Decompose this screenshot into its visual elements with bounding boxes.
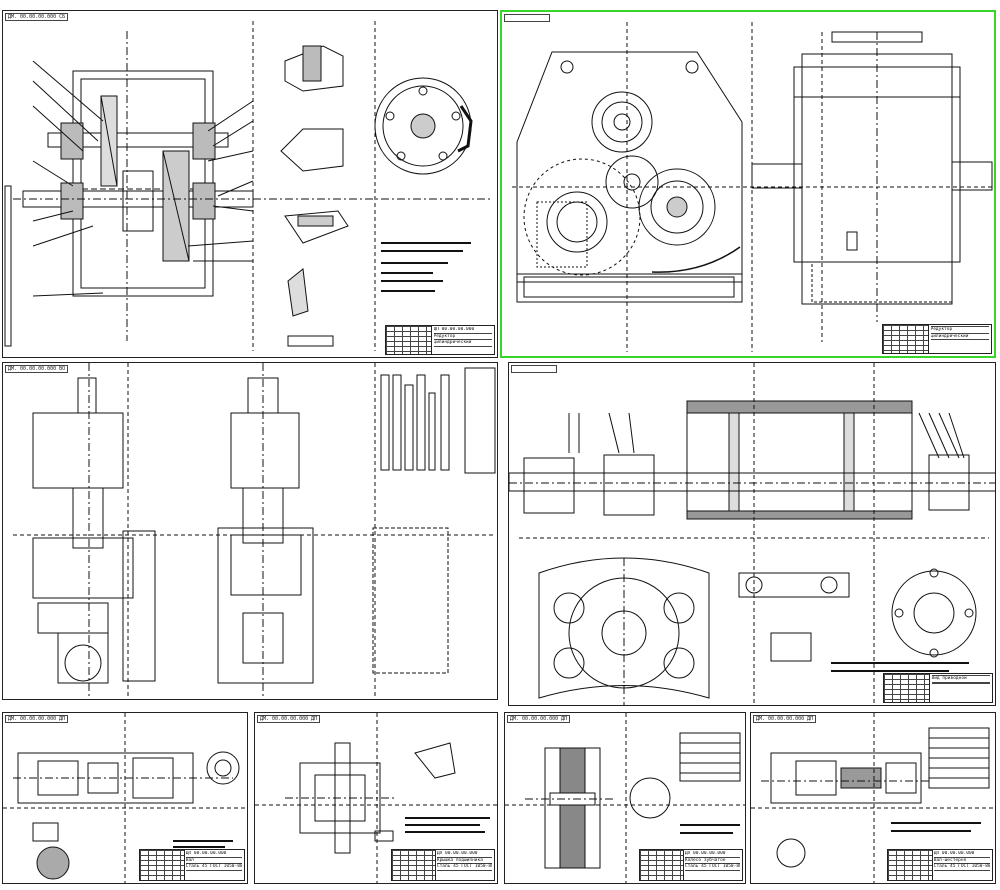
sheet-shaft-detail[interactable]: ДМ. 00.00.00.000 ДП ДП 00.00.00.000 Вал …	[2, 712, 248, 884]
sheet-stamp: ДМ. 00.00.00.000 ДП	[5, 715, 69, 723]
sheet-stamp: ДМ. 00.00.00.000 СБ	[5, 13, 69, 21]
title-block: ДП 00.00.00.000 Колесо зубчатое Сталь 45…	[639, 849, 743, 881]
sheet-stamp: ДМ. 00.00.00.000 ДП	[507, 715, 571, 723]
sheet-stamp: ДМ. 00.00.00.000 ВО	[5, 365, 69, 373]
sheet-drum-assembly[interactable]: Вид приводной	[508, 362, 996, 706]
gearbox-views-drawing	[512, 22, 993, 352]
sheet-stamp: ДМ. 00.00.00.000 ДП	[257, 715, 321, 723]
sheet-stamp	[511, 365, 557, 373]
drum-assembly-drawing	[509, 363, 995, 705]
cover-detail-drawing	[255, 713, 497, 883]
sheet-gear-detail[interactable]: ДМ. 00.00.00.000 ДП ДП 00.00.00.000 Коле…	[504, 712, 746, 884]
sheet-stamp: ДМ. 00.00.00.000 ДП	[753, 715, 817, 723]
title-block: ДП 00.00.00.000 Редуктор цилиндрический	[385, 325, 495, 355]
sheet-drive-layout[interactable]: ДМ. 00.00.00.000 ВО	[2, 362, 498, 700]
title-block: ДП 00.00.00.000 Вал-шестерня Сталь 45 ГО…	[887, 849, 993, 881]
gearbox-section-drawing	[4, 21, 493, 351]
shaft-detail-drawing	[3, 713, 247, 883]
gear-detail-drawing	[505, 713, 745, 883]
sheet-stamp	[504, 14, 550, 22]
title-block: ДП 00.00.00.000 Крышка подшипника Сталь …	[391, 849, 495, 881]
title-block: Вид приводной	[883, 673, 993, 703]
shaft-gear-detail-drawing	[751, 713, 995, 883]
sheet-shaft-gear-detail[interactable]: ДМ. 00.00.00.000 ДП ДП 00.00.00.000 Вал-…	[750, 712, 996, 884]
title-block: ДП 00.00.00.000 Вал Сталь 45 ГОСТ 1050-8…	[139, 849, 245, 881]
sheet-cover-detail[interactable]: ДМ. 00.00.00.000 ДП ДП 00.00.00.000 Крыш…	[254, 712, 498, 884]
sheet-gearbox-section[interactable]: ДМ. 00.00.00.000 СБ ДП 00.00.00.000 Реду…	[2, 10, 498, 358]
sheet-gearbox-views[interactable]: Редуктор цилиндрический	[500, 10, 996, 358]
title-block: Редуктор цилиндрический	[882, 324, 992, 354]
drive-layout-drawing	[13, 363, 496, 699]
